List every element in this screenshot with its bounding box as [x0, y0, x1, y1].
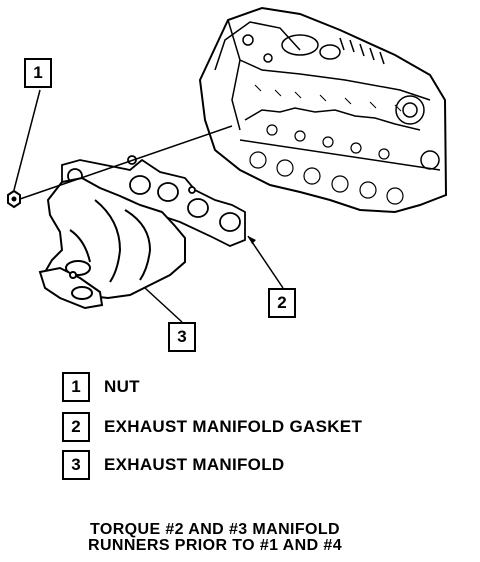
callout-2: 2 [268, 288, 296, 318]
torque-note-line-1: TORQUE #2 AND #3 MANIFOLD [89, 521, 341, 538]
legend-label: EXHAUST MANIFOLD [104, 455, 285, 474]
legend-item-nut: 1 NUT [62, 371, 140, 403]
exhaust-manifold-illustration [38, 176, 186, 310]
exhaust-manifold-gasket-illustration [61, 155, 246, 247]
stud-alignment-line [19, 125, 233, 200]
torque-note-line-2: RUNNERS PRIOR TO #1 AND #4 [87, 537, 342, 554]
legend-number: 2 [62, 412, 90, 442]
legend-label: NUT [104, 377, 140, 396]
callout-1: 1 [24, 58, 52, 88]
exploded-diagram [7, 6, 448, 323]
torque-note: TORQUE #2 AND #3 MANIFOLD RUNNERS PRIOR … [0, 522, 430, 554]
legend-item-gasket: 2 EXHAUST MANIFOLD GASKET [62, 411, 362, 443]
legend-label: EXHAUST MANIFOLD GASKET [104, 417, 363, 436]
callout-2-arrowhead [248, 236, 256, 244]
callout-3-leader [144, 287, 183, 323]
callout-3: 3 [168, 322, 196, 352]
nut-illustration [7, 189, 21, 209]
legend-number: 3 [62, 450, 90, 480]
cylinder-head-illustration [198, 6, 448, 214]
legend-number: 1 [62, 372, 90, 402]
callout-2-leader [247, 235, 284, 289]
legend-item-manifold: 3 EXHAUST MANIFOLD [62, 449, 284, 481]
callout-1-leader [13, 89, 41, 191]
